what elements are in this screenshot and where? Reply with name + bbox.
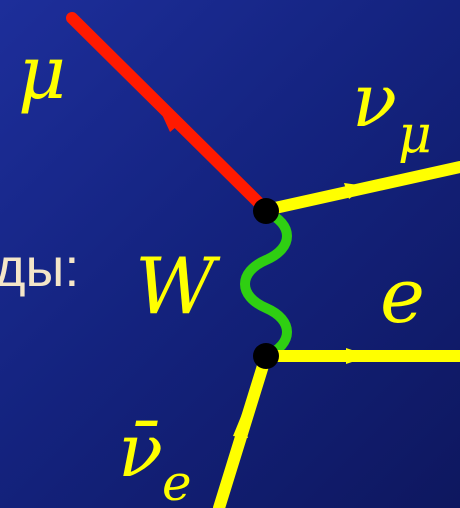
electron-label: e [380,251,425,340]
electron-arrow [346,348,370,364]
muon-label: μ [18,30,66,116]
muon-neutrino-arrow [344,183,366,199]
lower-vertex [253,343,279,369]
partial-text: ды: [0,238,79,298]
w-boson-line [240,207,292,361]
muon-neutrino-label-subscript: μ [398,105,432,165]
w-boson-label: W [135,242,221,332]
muon-neutrino-label-base: ν [352,58,397,144]
electron-antineutrino-label-subscript: e [162,454,192,508]
electron-antineutrino-arrow [233,414,248,438]
upper-vertex [253,198,279,224]
muon-neutrino-line [260,161,460,216]
electron-antineutrino-label-base: ν̄ [118,408,163,494]
muon-arrow [154,97,182,132]
